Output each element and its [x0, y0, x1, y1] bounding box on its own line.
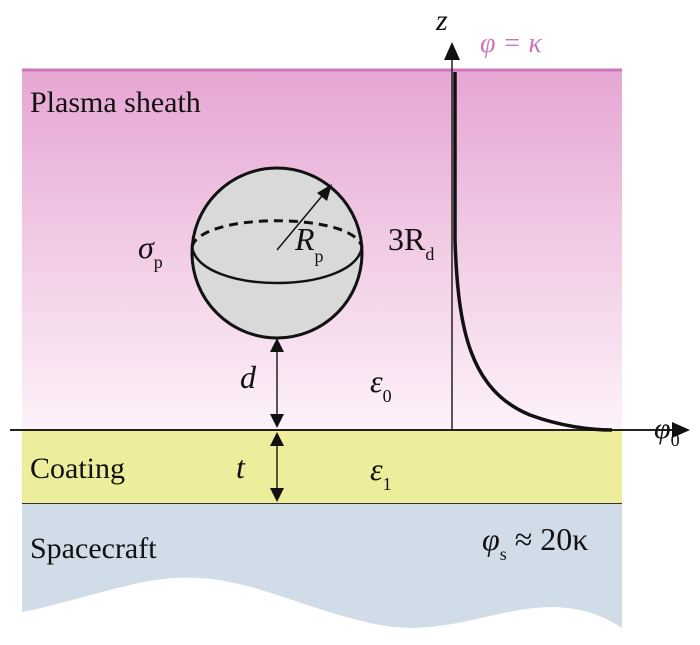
spacecraft-potential-label: φs ≈ 20κ	[482, 521, 588, 564]
surface-charge-label: σp	[138, 229, 163, 272]
potential-curve	[453, 72, 613, 432]
radius-arrow-icon	[317, 184, 332, 201]
z-axis-arrow-icon	[444, 42, 460, 60]
thickness-label: t	[236, 449, 246, 485]
distance-label: d	[240, 359, 257, 395]
coating-label: Coating	[30, 452, 125, 485]
debye-length-label: 3Rd	[388, 221, 434, 264]
radius-label: Rp	[294, 221, 324, 266]
dust-particle	[190, 166, 364, 340]
phi-axis-arrow-icon	[672, 422, 690, 438]
z-axis-label: z	[435, 4, 448, 37]
plasma-sheath-label: Plasma sheath	[30, 86, 201, 119]
spacecraft-region	[22, 504, 622, 628]
phi0-label: φ0	[654, 412, 680, 450]
coating-region	[22, 430, 622, 504]
boundary-potential-label: φ = κ	[480, 28, 542, 59]
eps0-label: ε0	[370, 363, 392, 406]
eps1-label: ε1	[370, 451, 392, 494]
spacecraft-label: Spacecraft	[30, 532, 157, 565]
